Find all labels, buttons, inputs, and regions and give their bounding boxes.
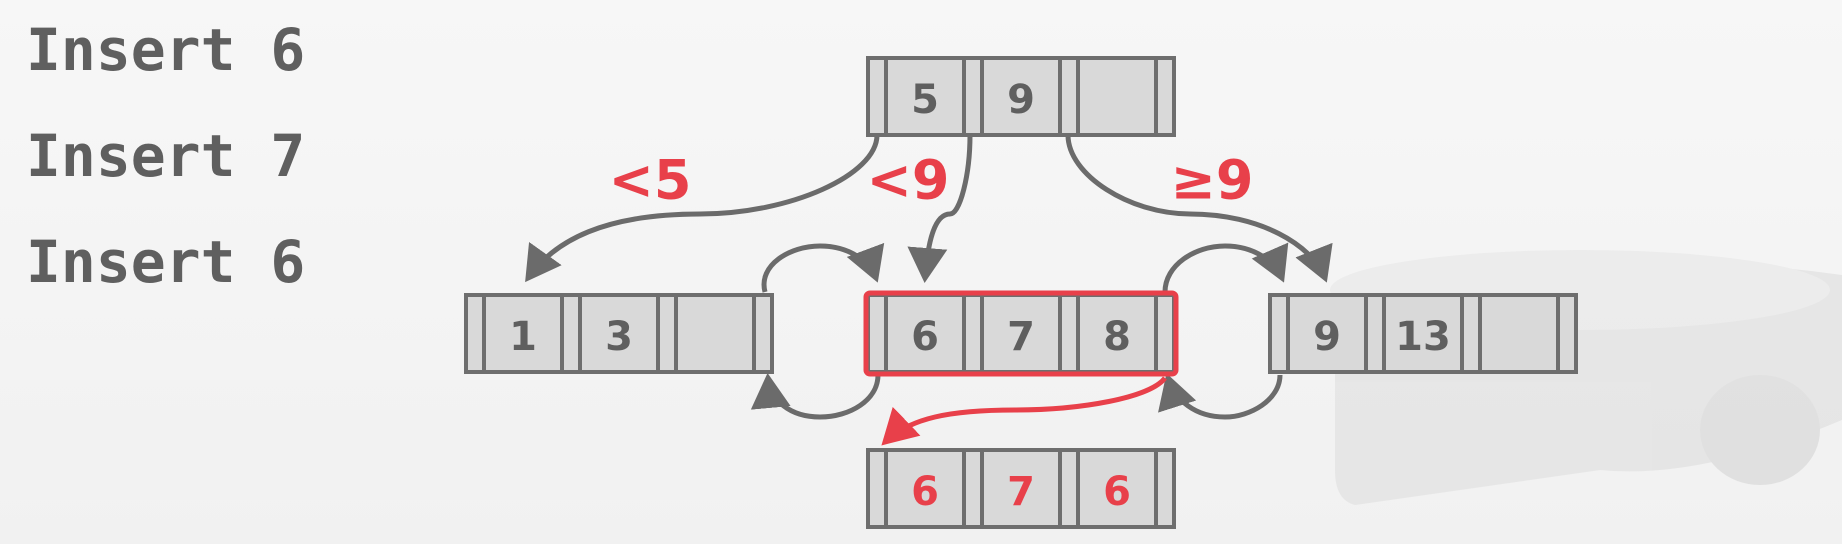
edge-root-to-right xyxy=(1065,134,1333,283)
sibling-pointer-left-to-middle xyxy=(761,242,885,293)
leaf-node-right: 9 13 xyxy=(1268,293,1578,374)
node-key: 6 xyxy=(911,314,939,360)
node-key: 5 xyxy=(911,77,939,123)
edge-label-right: ≥9 xyxy=(1171,149,1254,212)
node-key: 13 xyxy=(1395,314,1451,360)
overflow-pointer xyxy=(881,376,1167,446)
node-key: 7 xyxy=(1007,314,1035,360)
root-node: 5 9 xyxy=(866,56,1176,137)
node-key: 1 xyxy=(509,314,537,360)
leaf-node-left: 1 3 xyxy=(464,293,774,374)
edge-label-middle: <9 xyxy=(867,149,950,212)
node-key: 7 xyxy=(1007,469,1035,515)
operation-item: Insert 7 xyxy=(26,122,306,190)
sibling-pointer-middle-to-left xyxy=(750,373,881,420)
node-key: 8 xyxy=(1103,314,1131,360)
node-key: 6 xyxy=(911,469,939,515)
sibling-pointer-right-to-middle xyxy=(1158,373,1283,420)
database-watermark-icon xyxy=(1330,250,1842,505)
operation-item: Insert 6 xyxy=(26,16,306,84)
sibling-pointer-middle-to-right xyxy=(1162,242,1289,293)
edge-root-to-left xyxy=(525,134,880,283)
node-key: 9 xyxy=(1007,77,1035,123)
edge-root-to-middle xyxy=(907,134,973,283)
node-key: 9 xyxy=(1313,314,1341,360)
highlight-frame xyxy=(863,290,1179,377)
node-key: 6 xyxy=(1103,469,1131,515)
operation-item: Insert 6 xyxy=(26,228,306,296)
node-key: 3 xyxy=(605,314,633,360)
operation-list: Insert 6 Insert 7 Insert 6 xyxy=(26,14,305,332)
edge-label-left: <5 xyxy=(609,149,692,212)
leaf-node-middle: 6 7 8 xyxy=(863,290,1179,377)
overflow-node: 6 7 6 xyxy=(866,448,1176,529)
